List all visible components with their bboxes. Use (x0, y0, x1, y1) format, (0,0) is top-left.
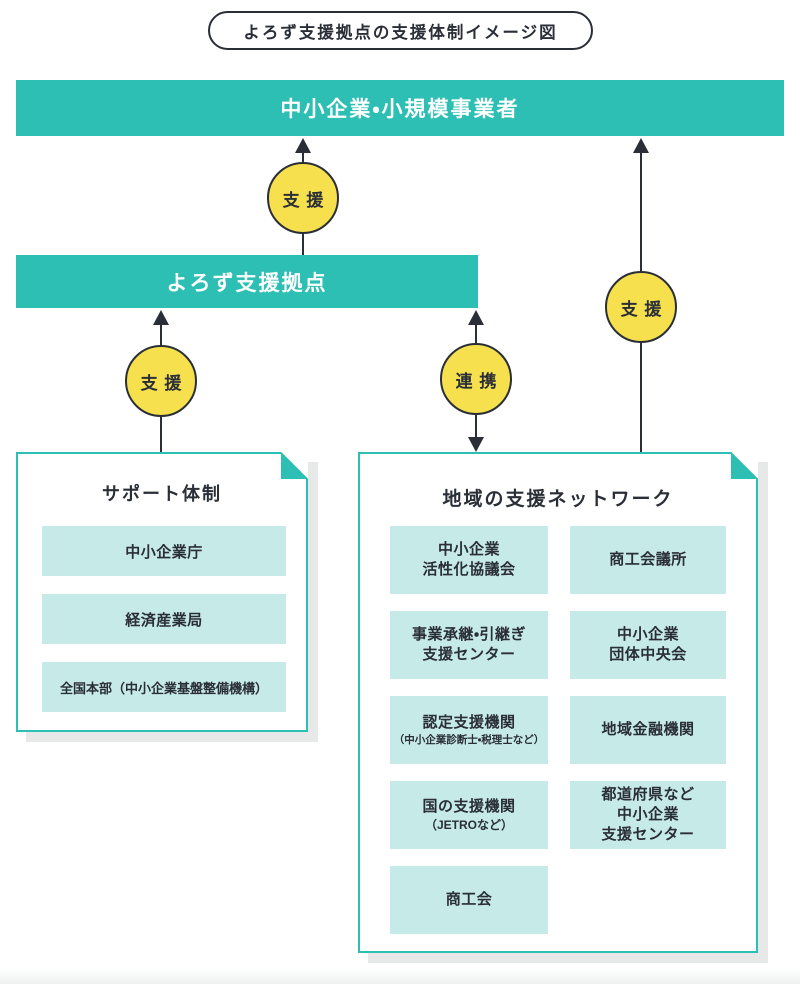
banner-yorozu: よろず支援拠点 (16, 255, 478, 308)
banner-sme: 中小企業・小規模事業者 (16, 80, 784, 136)
arrow-up-icon (633, 138, 649, 153)
arrow-down-icon (468, 437, 484, 452)
network-item: 地域金融機関 (570, 696, 726, 764)
support-bubble-right: 支援 (605, 271, 677, 343)
support-card-title: サポート体制 (102, 484, 222, 504)
bubble-label: 支援 (282, 190, 331, 210)
bubble-label: 支援 (620, 299, 669, 319)
bottom-fade (0, 968, 800, 984)
support-item: 中小企業庁 (42, 526, 286, 576)
bubble-label: 支援 (140, 373, 189, 393)
arrow-up-icon (153, 310, 169, 325)
arrow-up-icon (295, 138, 311, 153)
support-item: 経済産業局 (42, 594, 286, 644)
network-item: 事業承継・引継ぎ 支援センター (390, 611, 548, 679)
support-bubble-center: 支援 (267, 162, 339, 234)
network-item: 中小企業 団体中央会 (570, 611, 726, 679)
network-card-title: 地域の支援ネットワーク (442, 489, 674, 510)
network-item: 中小企業 活性化協議会 (390, 526, 548, 594)
network-card: 地域の支援ネットワーク 中小企業 活性化協議会 商工会議所 事業承継・引継ぎ 支… (358, 452, 758, 953)
network-item: 認定支援機関 （中小企業診断士・税理士など） (390, 696, 548, 764)
banner-sme-label: 中小企業・小規模事業者 (280, 98, 520, 121)
diagram-title: よろず支援拠点の支援体制イメージ図 (243, 23, 558, 42)
network-item: 都道府県など 中小企業 支援センター (570, 781, 726, 849)
bubble-label: 連携 (455, 371, 504, 391)
diagram-title-pill: よろず支援拠点の支援体制イメージ図 (208, 11, 593, 50)
collaboration-bubble: 連携 (440, 343, 512, 415)
network-item: 商工会議所 (570, 526, 726, 594)
support-item: 全国本部（中小企業基盤整備機構） (42, 662, 286, 712)
support-bubble-left: 支援 (125, 345, 197, 417)
network-item: 国の支援機関 （JETROなど） (390, 781, 548, 849)
support-card: サポート体制 中小企業庁 経済産業局 全国本部（中小企業基盤整備機構） (16, 452, 308, 732)
arrow-up-icon (468, 310, 484, 325)
network-item: 商工会 (390, 866, 548, 934)
banner-yorozu-label: よろず支援拠点 (166, 271, 328, 295)
